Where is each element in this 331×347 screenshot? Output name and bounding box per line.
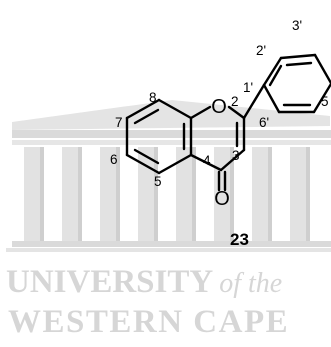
watermark-pediment	[12, 100, 330, 130]
locant-2: 2	[231, 94, 239, 109]
watermark-step-2	[6, 248, 331, 252]
locant-3-prime: 3'	[292, 18, 302, 33]
watermark-step-1	[12, 241, 331, 247]
university-building-watermark	[6, 100, 331, 252]
watermark-frieze	[12, 140, 331, 145]
watermark-column-shadows	[40, 147, 310, 241]
ring-a-bonds	[125, 98, 193, 175]
locant-7: 7	[115, 115, 123, 130]
locant-5-prime: 5	[321, 94, 329, 109]
locant-2-prime: 2'	[256, 43, 266, 58]
ring-oxygen-label: O	[211, 96, 227, 118]
watermark-line-2: WESTERN CAPE	[8, 304, 289, 340]
locant-6-prime: 6'	[259, 115, 269, 130]
locant-1-prime: 1'	[243, 80, 253, 95]
flavone-structure: O O 8 7 6 5 4 3 2 1' 2' 3' 5 6' 23	[110, 18, 331, 249]
locant-5: 5	[154, 174, 162, 189]
ring-b-bonds	[242, 53, 331, 120]
locant-4: 4	[203, 153, 211, 168]
carbonyl-oxygen-label: O	[214, 188, 230, 210]
compound-number: 23	[230, 230, 249, 249]
watermark-columns	[24, 147, 310, 241]
locant-6: 6	[110, 152, 118, 167]
locant-3: 3	[232, 148, 240, 163]
locant-8: 8	[149, 90, 157, 105]
watermark-cornice	[12, 130, 331, 138]
ring-c-bonds	[189, 105, 246, 192]
